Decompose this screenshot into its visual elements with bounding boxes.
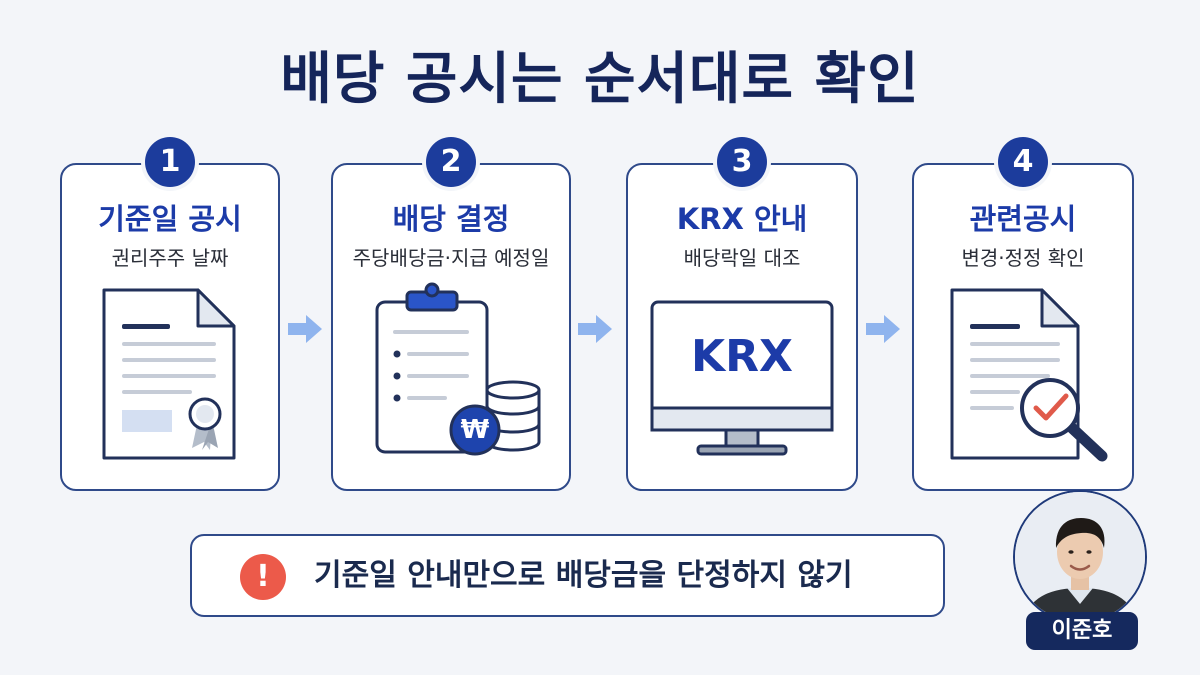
step-number-4: 4 xyxy=(998,137,1048,187)
step-card-1: 기준일 공시 권리주주 날짜 xyxy=(60,163,280,491)
step-title-1: 기준일 공시 xyxy=(98,202,242,236)
step-subtitle-2: 주당배당금·지급 예정일 xyxy=(352,246,550,270)
page-title: 배당 공시는 순서대로 확인 xyxy=(280,47,920,112)
monitor-screen-text: KRX xyxy=(691,331,793,382)
document-magnifier-check-icon xyxy=(950,288,1108,462)
step-title-3: KRX 안내 xyxy=(676,202,808,236)
avatar xyxy=(1013,490,1147,624)
step-subtitle-3: 배당락일 대조 xyxy=(683,246,801,270)
step-subtitle-1: 권리주주 날짜 xyxy=(111,246,229,270)
warning-callout: ! 기준일 안내만으로 배당금을 단정하지 않기 xyxy=(190,534,945,617)
step-card-3: KRX 안내 배당락일 대조 KRX xyxy=(626,163,858,491)
step-title-4: 관련공시 xyxy=(969,202,1077,236)
step-card-2: 배당 결정 주당배당금·지급 예정일 ₩ xyxy=(331,163,571,491)
arrow-right-icon xyxy=(866,315,900,343)
clipboard-won-coins-icon xyxy=(375,282,541,456)
step-number-1: 1 xyxy=(145,137,195,187)
won-coin-symbol: ₩ xyxy=(460,415,490,445)
presenter-portrait-icon xyxy=(1015,492,1145,622)
step-card-4: 관련공시 변경·정정 확인 xyxy=(912,163,1134,491)
monitor-icon xyxy=(650,300,834,456)
step-title-2: 배당 결정 xyxy=(392,202,510,236)
document-certificate-icon xyxy=(102,288,236,460)
exclamation-icon: ! xyxy=(240,554,286,600)
arrow-right-icon xyxy=(288,315,322,343)
arrow-right-icon xyxy=(578,315,612,343)
step-number-3: 3 xyxy=(717,137,767,187)
warning-text: 기준일 안내만으로 배당금을 단정하지 않기 xyxy=(314,558,853,593)
presenter-name: 이준호 xyxy=(1026,612,1138,650)
step-subtitle-4: 변경·정정 확인 xyxy=(961,246,1085,270)
step-number-2: 2 xyxy=(426,137,476,187)
